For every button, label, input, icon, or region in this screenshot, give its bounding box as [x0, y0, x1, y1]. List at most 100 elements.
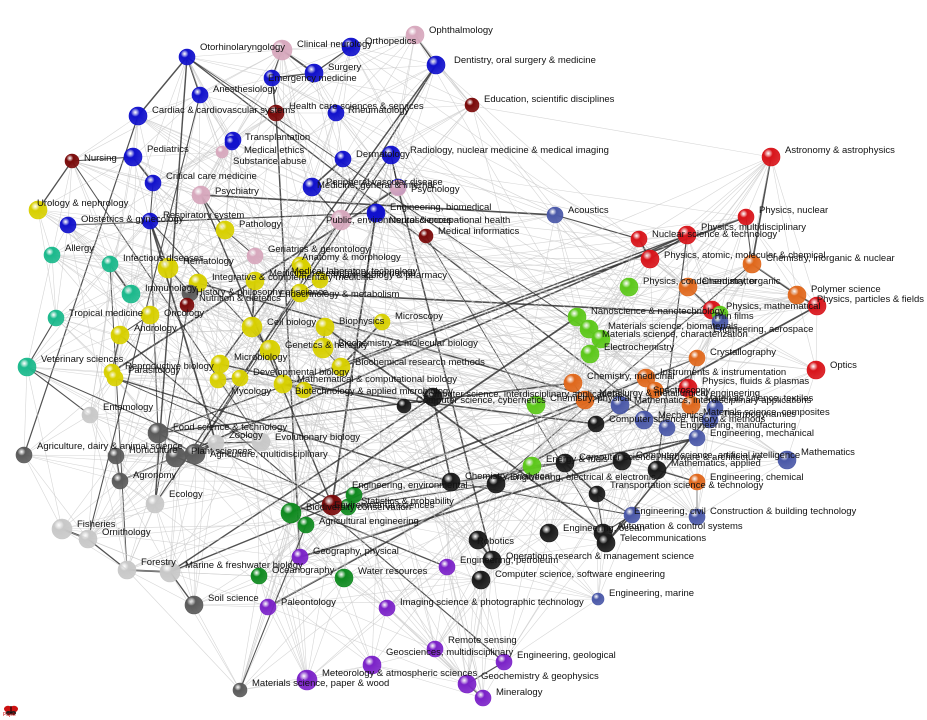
- network-node[interactable]: [742, 254, 762, 274]
- network-node[interactable]: [634, 410, 654, 430]
- network-node[interactable]: [250, 567, 268, 585]
- network-node[interactable]: [51, 518, 73, 540]
- network-node[interactable]: [486, 474, 506, 494]
- network-node[interactable]: [106, 369, 124, 387]
- network-node[interactable]: [259, 339, 281, 361]
- network-node[interactable]: [389, 179, 407, 197]
- network-node[interactable]: [209, 371, 227, 389]
- network-node[interactable]: [711, 313, 729, 331]
- network-node[interactable]: [312, 337, 334, 359]
- network-node[interactable]: [468, 530, 488, 550]
- network-node[interactable]: [330, 209, 352, 231]
- network-node[interactable]: [271, 39, 293, 61]
- network-node[interactable]: [474, 689, 492, 707]
- network-node[interactable]: [522, 456, 542, 476]
- network-node[interactable]: [681, 395, 701, 415]
- network-node[interactable]: [259, 598, 277, 616]
- network-node[interactable]: [302, 177, 322, 197]
- network-node[interactable]: [315, 317, 335, 337]
- network-node[interactable]: [367, 203, 385, 221]
- network-node[interactable]: [737, 208, 755, 226]
- network-node[interactable]: [178, 48, 196, 66]
- network-node[interactable]: [441, 472, 461, 492]
- network-node[interactable]: [418, 228, 434, 244]
- network-node[interactable]: [575, 390, 595, 410]
- network-node[interactable]: [123, 147, 143, 167]
- network-node[interactable]: [596, 533, 616, 553]
- network-node[interactable]: [121, 284, 141, 304]
- network-node[interactable]: [623, 506, 641, 524]
- network-node[interactable]: [591, 329, 611, 349]
- network-node[interactable]: [241, 316, 263, 338]
- network-node[interactable]: [47, 309, 65, 327]
- network-node[interactable]: [426, 55, 446, 75]
- network-node[interactable]: [438, 558, 456, 576]
- network-node[interactable]: [232, 682, 248, 698]
- network-node[interactable]: [373, 313, 391, 331]
- network-node[interactable]: [295, 381, 313, 399]
- network-node[interactable]: [81, 406, 99, 424]
- network-node[interactable]: [647, 460, 667, 480]
- network-node[interactable]: [246, 247, 264, 265]
- network-node[interactable]: [64, 153, 80, 169]
- network-node[interactable]: [15, 446, 33, 464]
- network-node[interactable]: [292, 259, 312, 279]
- network-node[interactable]: [761, 147, 781, 167]
- network-node[interactable]: [144, 174, 162, 192]
- network-node[interactable]: [304, 63, 324, 83]
- network-node[interactable]: [619, 277, 639, 297]
- network-node[interactable]: [396, 398, 412, 414]
- network-node[interactable]: [191, 86, 209, 104]
- network-node[interactable]: [677, 225, 697, 245]
- network-node[interactable]: [405, 25, 425, 45]
- network-node[interactable]: [184, 443, 206, 465]
- network-node[interactable]: [141, 212, 159, 230]
- network-node[interactable]: [43, 246, 61, 264]
- network-node[interactable]: [267, 104, 285, 122]
- network-node[interactable]: [263, 69, 281, 87]
- network-node[interactable]: [59, 216, 77, 234]
- network-node[interactable]: [179, 297, 195, 313]
- network-node[interactable]: [251, 432, 271, 452]
- network-node[interactable]: [636, 368, 656, 388]
- network-node[interactable]: [157, 257, 179, 279]
- network-node[interactable]: [381, 145, 401, 165]
- network-node[interactable]: [341, 37, 361, 57]
- network-node[interactable]: [806, 360, 826, 380]
- network-node[interactable]: [787, 285, 807, 305]
- network-node[interactable]: [311, 271, 329, 289]
- network-node[interactable]: [140, 305, 160, 325]
- network-node[interactable]: [482, 550, 502, 570]
- network-node[interactable]: [159, 561, 181, 583]
- network-node[interactable]: [215, 220, 235, 240]
- network-node[interactable]: [147, 422, 169, 444]
- network-node[interactable]: [495, 653, 513, 671]
- network-node[interactable]: [688, 473, 706, 491]
- network-node[interactable]: [471, 570, 491, 590]
- network-node[interactable]: [334, 150, 352, 168]
- network-node[interactable]: [111, 472, 129, 490]
- network-node[interactable]: [107, 447, 125, 465]
- network-node[interactable]: [145, 494, 165, 514]
- network-node[interactable]: [688, 349, 706, 367]
- network-node[interactable]: [580, 344, 600, 364]
- network-node[interactable]: [688, 508, 706, 526]
- network-node[interactable]: [378, 599, 396, 617]
- network-node[interactable]: [128, 106, 148, 126]
- network-node[interactable]: [658, 419, 676, 437]
- network-node[interactable]: [362, 655, 382, 675]
- network-node[interactable]: [78, 529, 98, 549]
- network-node[interactable]: [117, 560, 137, 580]
- network-node[interactable]: [688, 429, 706, 447]
- network-node[interactable]: [224, 135, 240, 151]
- network-node[interactable]: [526, 395, 546, 415]
- network-node[interactable]: [555, 453, 575, 473]
- network-node[interactable]: [207, 434, 225, 452]
- network-node[interactable]: [297, 516, 315, 534]
- network-node[interactable]: [17, 357, 37, 377]
- network-node[interactable]: [331, 357, 351, 377]
- network-node[interactable]: [646, 381, 664, 399]
- network-node[interactable]: [28, 200, 48, 220]
- network-node[interactable]: [464, 97, 480, 113]
- network-node[interactable]: [334, 568, 354, 588]
